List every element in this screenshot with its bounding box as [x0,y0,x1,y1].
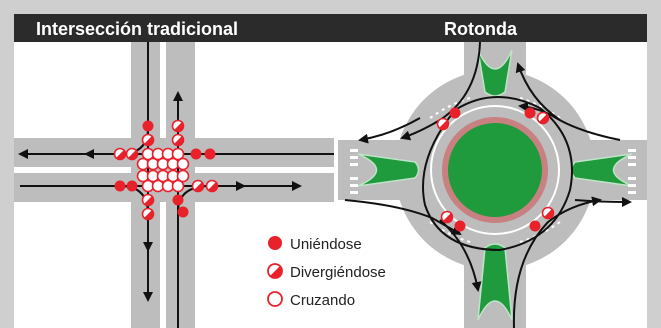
central-island [442,117,548,223]
diverging-point [125,147,139,161]
merging-point [529,220,541,232]
merging-point [142,120,154,132]
merging-point [126,180,138,192]
diverging-point [113,147,127,161]
diverging-point [171,119,185,133]
roundabout-diverging-points [436,111,555,224]
crossing-swatch-icon [267,291,283,307]
diverging-point [541,206,555,220]
south-entry-arrow [512,196,602,328]
crossing-point [176,157,190,171]
west-exit-arrow [358,117,421,144]
legend-label: Divergiéndose [290,264,386,281]
inner-lane-line [430,105,560,235]
legend: Uniéndose Divergiéndose Cruzando [267,236,386,309]
diverging-point [141,207,155,221]
merging-point [524,107,536,119]
traditional-intersection [14,42,334,328]
crossing-points [136,147,190,193]
diverging-point [191,179,205,193]
diverging-point [440,210,454,224]
right-title: Rotonda [444,19,518,39]
legend-label: Uniéndose [290,236,362,253]
merging-point [177,206,189,218]
legend-label: Cruzando [290,292,355,309]
left-title: Intersección tradicional [36,19,238,39]
diverging-point [205,179,219,193]
circulating-arrow [422,96,573,252]
crossing-point [176,169,190,183]
diverging-points [113,119,219,221]
merging-swatch-icon [268,236,282,250]
diverging-swatch-icon [267,263,283,279]
merging-point [454,220,466,232]
crossing-point [171,179,185,193]
crosswalks [350,149,636,194]
splitter-island-west [357,153,420,187]
merging-point [190,148,202,160]
header-bar [14,14,647,42]
diverging-point [141,133,155,147]
legend-item-merging: Uniéndose [268,236,362,253]
legend-item-diverging: Divergiéndose [267,263,386,281]
diverging-point [536,111,550,125]
roundabout-merging-points [449,107,541,232]
merging-point [172,194,184,206]
diverging-point [436,117,450,131]
legend-item-crossing: Cruzando [267,291,355,309]
merging-point [204,148,216,160]
roundabout [338,42,647,328]
diverging-point [171,133,185,147]
splitter-island-south [477,243,513,321]
crossing-point [171,147,185,161]
merging-points [114,120,216,218]
diverging-point [141,193,155,207]
splitter-island-north [477,49,513,97]
merging-point [114,180,126,192]
merging-point [449,107,461,119]
